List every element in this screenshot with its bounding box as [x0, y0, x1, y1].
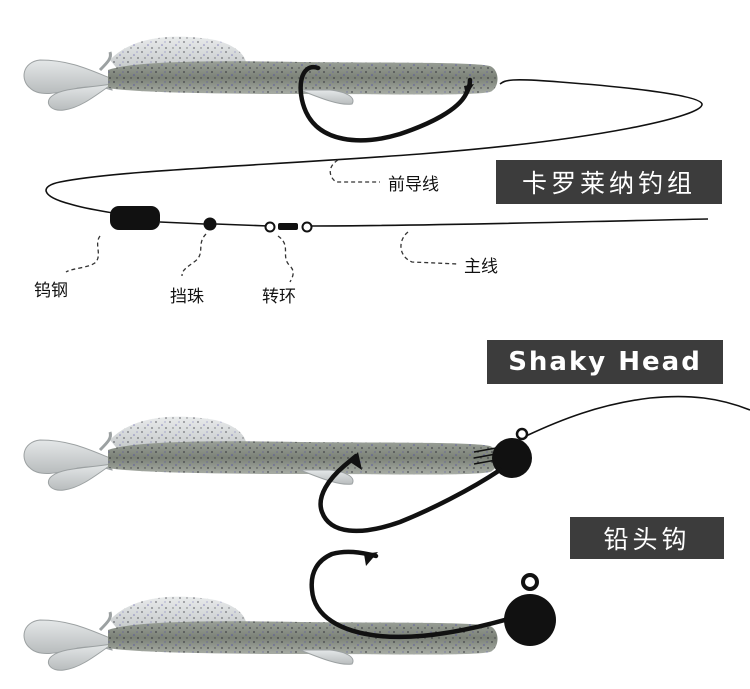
soft-plastic-lure-2 [22, 415, 500, 492]
tungsten-weight [110, 206, 160, 230]
jig-eye [521, 573, 539, 591]
label-tungsten-weight: 钨钢 [34, 281, 68, 301]
label-leader: 前导线 [388, 175, 439, 195]
callout-main-line [400, 231, 459, 265]
jig-head-weight [504, 594, 556, 646]
bead [203, 217, 217, 231]
jig-head-rig [22, 549, 556, 672]
callout-swivel [277, 235, 294, 283]
callout-weight [65, 235, 101, 273]
title-shaky-head: Shaky Head [487, 340, 723, 384]
swivel [264, 221, 313, 233]
label-main-line: 主线 [464, 257, 498, 277]
callout-bead [181, 233, 207, 277]
shaky-head-rig [22, 395, 750, 534]
shaky-hook [318, 453, 503, 534]
main-line [311, 218, 709, 227]
soft-plastic-lure-1 [22, 35, 500, 112]
shaky-line [525, 395, 750, 437]
title-jig-head: 铅头钩 [570, 517, 724, 559]
jig-hook [309, 549, 515, 640]
leader-line [45, 79, 703, 215]
shaky-head-weight [492, 438, 532, 478]
label-bead: 挡珠 [170, 287, 204, 307]
callout-leader [329, 159, 380, 183]
carolina-rig: 前导线 主线 钨钢 挡珠 转环 [22, 35, 709, 307]
label-swivel: 转环 [262, 287, 296, 307]
title-carolina-rig: 卡罗莱纳钓组 [496, 160, 722, 204]
